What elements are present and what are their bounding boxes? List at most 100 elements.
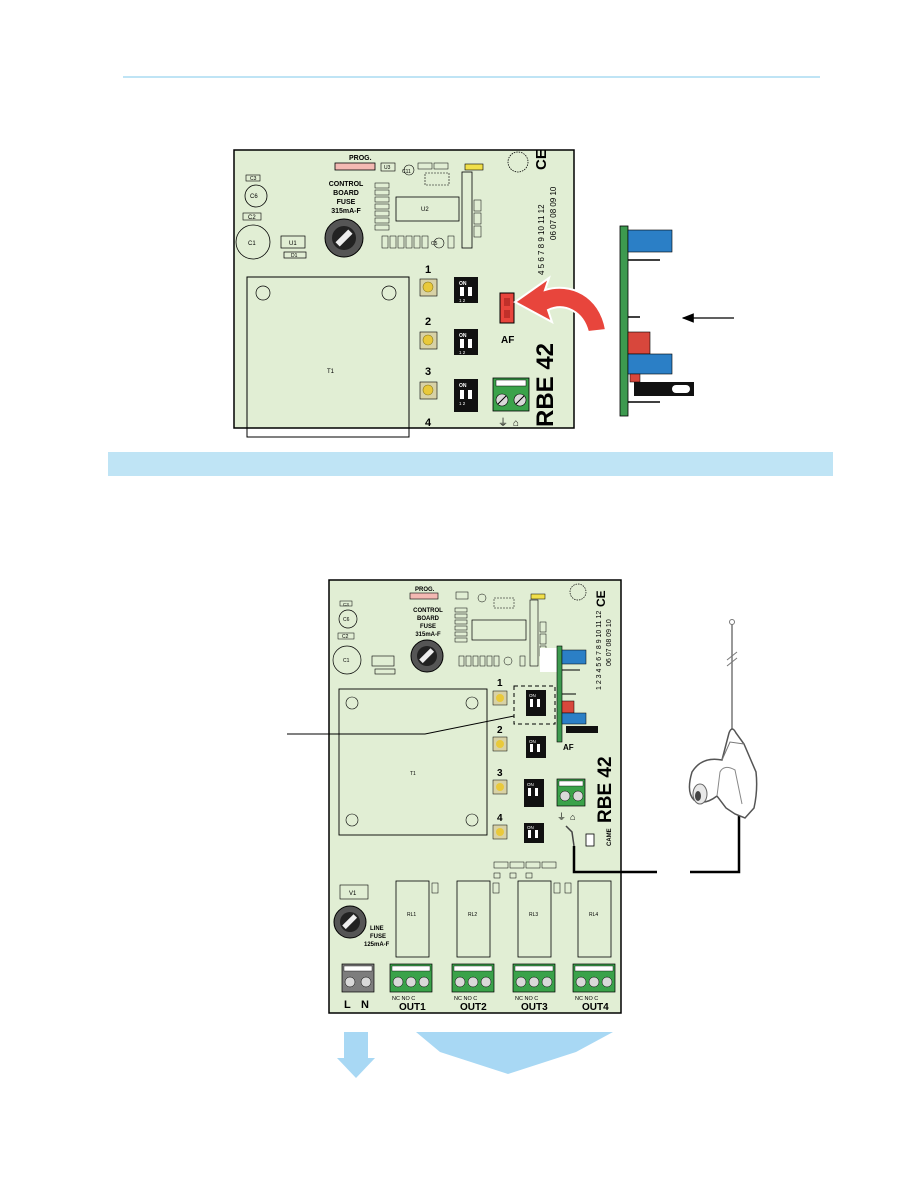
top-slot-components bbox=[473, 199, 482, 238]
bottom-module-blue-2 bbox=[561, 712, 587, 725]
bottom-cap-c6-label: C6 bbox=[343, 617, 350, 623]
bottom-led-row bbox=[493, 861, 557, 879]
bottom-cap-c6 bbox=[338, 609, 358, 629]
top-diode-label: D1 bbox=[291, 253, 298, 259]
bottom-transformer-label: T1 bbox=[410, 771, 416, 777]
bottom-module-slot bbox=[529, 599, 539, 667]
top-ce-mark: CE bbox=[533, 149, 550, 170]
bottom-line-fuse-label-2: FUSE bbox=[370, 934, 386, 940]
top-dip-1-numbers: 1 2 bbox=[459, 298, 466, 303]
top-prog-label: PROG. bbox=[349, 155, 372, 162]
bottom-varistor-label: V1 bbox=[349, 891, 357, 897]
dip-highlight-box bbox=[513, 685, 556, 725]
top-cap-c2 bbox=[242, 212, 262, 221]
bottom-plug bbox=[585, 833, 595, 847]
top-board: PROG. CONTROL BOARD FUSE 315mA-F C3 C6 C… bbox=[233, 149, 575, 438]
power-n-label: N bbox=[361, 999, 369, 1011]
top-cap-c6-label: C6 bbox=[250, 194, 258, 200]
top-channel-buttons bbox=[419, 278, 438, 400]
power-l-label: L bbox=[344, 999, 351, 1011]
top-channel-1-label: 1 bbox=[425, 264, 431, 276]
bottom-led bbox=[530, 593, 546, 600]
module-component-mid bbox=[627, 353, 673, 375]
bottom-ce-mark: CE bbox=[594, 590, 608, 607]
top-number-strip-2: 06 07 08 09 10 bbox=[549, 186, 558, 240]
top-dip-switch-2 bbox=[454, 329, 478, 355]
top-mount-hole-2 bbox=[381, 285, 397, 301]
top-cap-c11 bbox=[403, 164, 415, 176]
top-dip-switch-1 bbox=[454, 277, 478, 303]
relay-diodes bbox=[431, 882, 572, 894]
relay-rl1-label: RL1 bbox=[407, 912, 416, 918]
top-dip-1-on: ON bbox=[459, 281, 467, 287]
top-ic-u2 bbox=[395, 196, 460, 222]
top-transformer-label: T1 bbox=[327, 369, 335, 375]
top-cap-c1 bbox=[235, 224, 271, 260]
out4-label: OUT4 bbox=[582, 1002, 609, 1013]
bottom-module-pcb bbox=[556, 645, 563, 743]
bottom-module-red bbox=[561, 700, 575, 714]
top-af-label: AF bbox=[501, 335, 514, 346]
bottom-af-label: AF bbox=[563, 743, 574, 752]
relay-rl2 bbox=[456, 880, 491, 958]
top-ic-u2-label: U2 bbox=[421, 207, 429, 213]
bottom-line-fuse-rating: 125mA-F bbox=[364, 942, 390, 948]
bottom-fuse-label-3: FUSE bbox=[420, 624, 436, 630]
power-down-arrow bbox=[337, 1032, 375, 1078]
bottom-channel-buttons bbox=[492, 690, 508, 840]
bottom-dip-4-on: ON bbox=[527, 825, 534, 830]
top-fuse-slot bbox=[335, 229, 353, 247]
bottom-brand-label: CAME bbox=[607, 828, 613, 846]
bottom-module-blue-1 bbox=[561, 649, 587, 665]
antenna-cable-left bbox=[572, 846, 657, 874]
bottom-number-strip-2: 06 07 08 09 10 bbox=[606, 619, 613, 666]
callout-leader-line bbox=[287, 715, 515, 735]
bottom-dip-1-on: ON bbox=[529, 693, 536, 698]
top-fuse-label-1: CONTROL bbox=[329, 181, 364, 188]
bottom-gear-icon bbox=[569, 583, 587, 601]
top-model-label: RBE 42 bbox=[532, 343, 559, 427]
top-ic-u3 bbox=[380, 162, 396, 172]
bottom-fuse-label-1: CONTROL bbox=[413, 608, 443, 614]
top-antenna-symbol: ⌂ bbox=[513, 418, 519, 429]
bottom-number-strip-1: 1 2 3 4 5 6 7 8 9 10 11 12 bbox=[596, 611, 603, 690]
relay-rl4 bbox=[577, 880, 612, 958]
relay-rl3 bbox=[517, 880, 552, 958]
out3-pin-labels: NC NO C bbox=[515, 996, 538, 1002]
out4-pin-labels: NC NO C bbox=[575, 996, 598, 1002]
top-number-strip-1: 4 5 6 7 8 9 10 11 12 bbox=[537, 204, 546, 275]
bottom-channel-4-label: 4 bbox=[497, 813, 503, 824]
bottom-wire-stub bbox=[565, 825, 575, 847]
bottom-model-label: RBE 42 bbox=[595, 756, 616, 823]
bottom-cap-c2 bbox=[337, 632, 355, 640]
top-dip-3-numbers: 1 2 bbox=[459, 401, 466, 406]
bottom-cap-c3-label: C3 bbox=[343, 602, 349, 607]
bottom-module-crystal bbox=[566, 726, 598, 733]
bottom-board: PROG. CONTROL BOARD FUSE 315mA-F C3 C6 C… bbox=[328, 579, 622, 1014]
top-regulator bbox=[280, 235, 306, 249]
top-af-pin-1 bbox=[504, 298, 510, 306]
bottom-fuse-label-2: BOARD bbox=[417, 616, 440, 622]
top-cap-c6 bbox=[244, 184, 268, 208]
top-cap-c5-label: C5 bbox=[431, 241, 438, 247]
bottom-varistor bbox=[339, 884, 369, 900]
bottom-channel-1-label: 1 bbox=[497, 678, 503, 689]
bottom-module-cutout bbox=[540, 648, 558, 672]
bottom-fuse-rating: 315mA-F bbox=[415, 632, 441, 638]
bottom-prog-connector bbox=[409, 592, 439, 600]
out2-label: OUT2 bbox=[460, 1002, 487, 1013]
top-mount-hole-1 bbox=[255, 285, 271, 301]
bottom-channel-2-label: 2 bbox=[497, 725, 503, 736]
antenna-bracket bbox=[688, 728, 758, 819]
top-cap-c11-label: C11 bbox=[402, 169, 411, 175]
bottom-line-fuse-label-1: LINE bbox=[370, 926, 384, 932]
out3-terminal bbox=[512, 963, 556, 993]
bottom-antenna-symbol: ⌂ bbox=[570, 812, 575, 822]
top-dip-2-on: ON bbox=[459, 333, 467, 339]
top-dip-switch-3 bbox=[454, 379, 478, 412]
top-cap-c5 bbox=[433, 237, 445, 249]
module-red-component bbox=[627, 331, 651, 355]
bottom-resistor-array bbox=[454, 607, 468, 643]
top-channel-4-label: 4 bbox=[425, 417, 432, 429]
top-cap-c1-label: C1 bbox=[248, 241, 256, 247]
